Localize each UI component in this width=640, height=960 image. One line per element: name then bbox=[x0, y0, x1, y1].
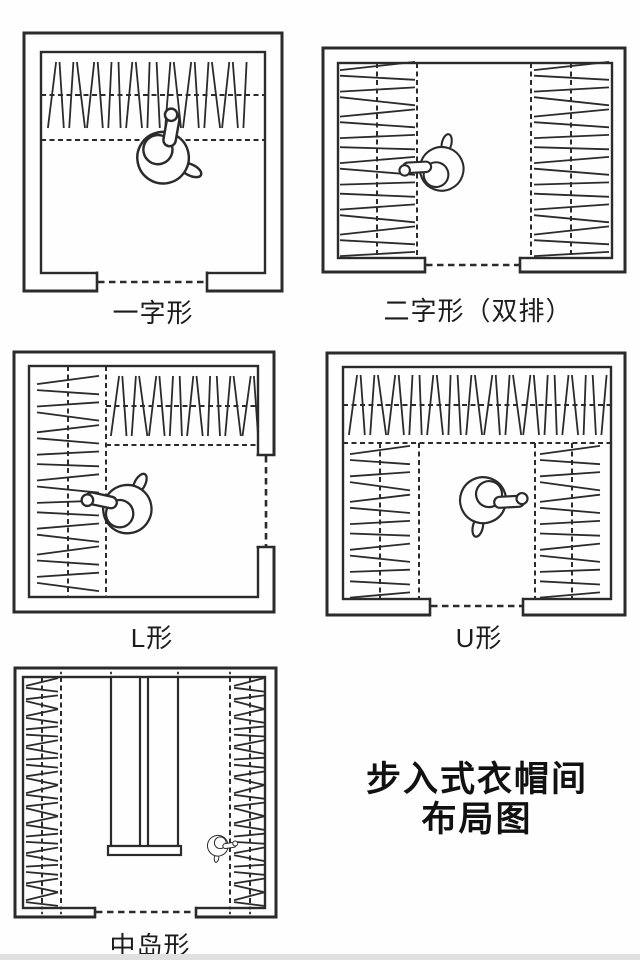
island-base bbox=[106, 844, 183, 857]
person-icon bbox=[201, 826, 242, 865]
plan-u-shape bbox=[325, 351, 627, 618]
person-icon bbox=[391, 128, 475, 207]
hanging-clothes-left bbox=[36, 375, 100, 592]
page-title: 步入式衣帽间 布局图 bbox=[366, 760, 588, 840]
island-cabinet-left bbox=[109, 675, 142, 848]
page-title-line2: 布局图 bbox=[421, 799, 533, 839]
plan-i-shape bbox=[22, 31, 284, 294]
hanging-clothes-left bbox=[25, 677, 59, 907]
hanging-clothes-right bbox=[233, 677, 265, 907]
label-l-shape: L形 bbox=[130, 623, 174, 653]
person-icon bbox=[77, 469, 160, 542]
person-icon bbox=[126, 103, 207, 193]
label-i-shape: 一字形 bbox=[112, 298, 194, 328]
island-cabinet-right bbox=[146, 675, 180, 848]
plan-double-row bbox=[321, 46, 627, 275]
plan-l-shape bbox=[12, 350, 277, 614]
person-icon bbox=[448, 460, 536, 543]
bottom-edge-strip bbox=[0, 954, 640, 960]
label-u-shape: U形 bbox=[455, 623, 503, 653]
plan-center-island bbox=[13, 666, 278, 920]
hanging-clothes-right bbox=[539, 445, 601, 599]
page-title-line1: 步入式衣帽间 bbox=[365, 760, 589, 799]
label-double-row: 二字形（双排） bbox=[383, 296, 573, 326]
